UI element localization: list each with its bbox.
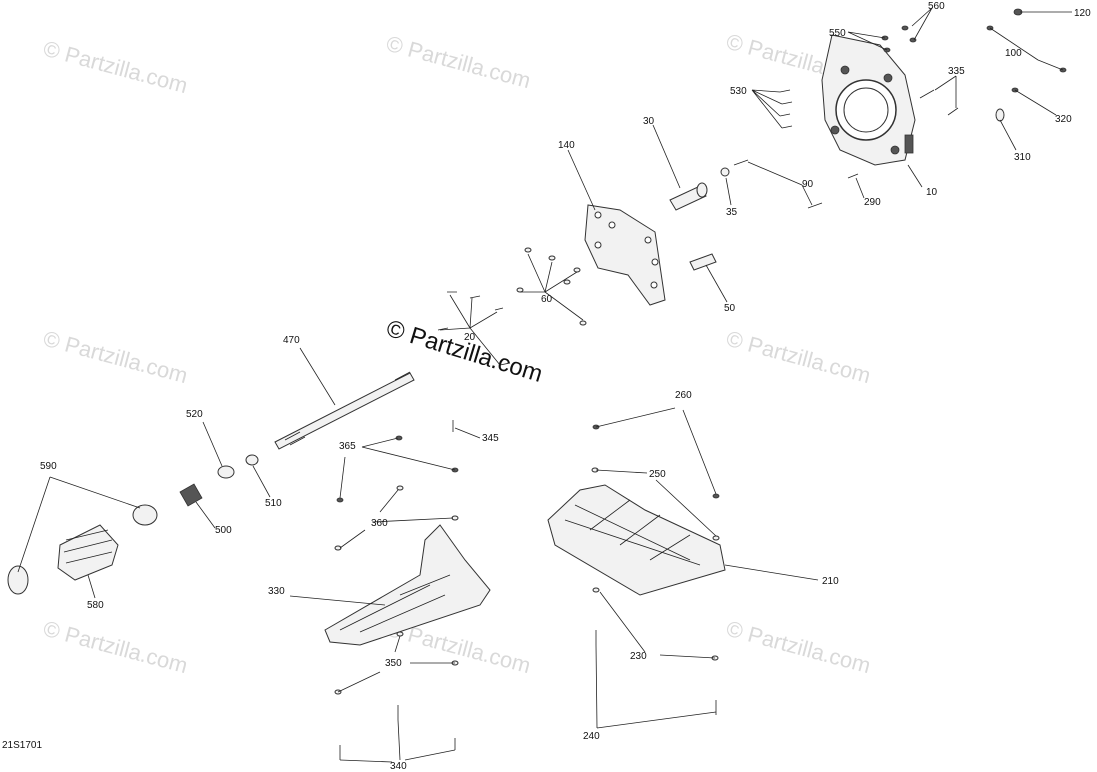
part-210-ride-plate (547, 484, 726, 596)
callout-350: 350 (385, 658, 402, 669)
watermark: © Partzilla.com (724, 616, 874, 679)
callout-330: 330 (268, 586, 285, 597)
watermark: © Partzilla.com (384, 31, 534, 94)
watermark: © Partzilla.com (724, 326, 874, 389)
part-50-stud (689, 253, 717, 271)
callout-500: 500 (215, 525, 232, 536)
callout-210: 210 (822, 576, 839, 587)
part-30-pin (669, 182, 708, 211)
part-470-driveshaft (274, 371, 415, 450)
watermark: © Partzilla.com (41, 616, 191, 679)
callout-530: 530 (730, 86, 747, 97)
callout-120: 120 (1074, 8, 1091, 19)
callout-470: 470 (283, 335, 300, 346)
part-510-ring (245, 454, 259, 466)
callout-510: 510 (265, 498, 282, 509)
callout-590: 590 (40, 461, 57, 472)
part-590-clamp (132, 504, 158, 526)
callout-320: 320 (1055, 114, 1072, 125)
callout-360: 360 (371, 518, 388, 529)
callout-580: 580 (87, 600, 104, 611)
diagram-reference: 21S1701 (2, 740, 42, 751)
leader-lines (17, 7, 1072, 763)
callout-35: 35 (726, 207, 738, 218)
part-500-seal (179, 483, 203, 507)
callout-250: 250 (649, 469, 666, 480)
part-35-ring (720, 167, 730, 177)
callout-340: 340 (390, 761, 407, 772)
callout-50: 50 (724, 303, 736, 314)
part-10-housing (821, 34, 916, 166)
watermark: © Partzilla.com (41, 326, 191, 389)
callout-20: 20 (464, 332, 476, 343)
callout-230: 230 (630, 651, 647, 662)
watermark: © Partzilla.com (41, 36, 191, 99)
part-520-clamp (217, 465, 235, 479)
callout-240: 240 (583, 731, 600, 742)
callout-560: 560 (928, 1, 945, 12)
callout-345: 345 (482, 433, 499, 444)
callout-520: 520 (186, 409, 203, 420)
callout-290: 290 (864, 197, 881, 208)
callout-60: 60 (541, 294, 553, 305)
callout-365: 365 (339, 441, 356, 452)
callout-550: 550 (829, 28, 846, 39)
callout-30: 30 (643, 116, 655, 127)
callout-10: 10 (926, 187, 938, 198)
part-580-boot (57, 524, 119, 581)
callout-310: 310 (1014, 152, 1031, 163)
callout-100: 100 (1005, 48, 1022, 59)
callout-260: 260 (675, 390, 692, 401)
callout-335: 335 (948, 66, 965, 77)
callout-140: 140 (558, 140, 575, 151)
callout-labels: 560 550 120 100 335 530 320 310 30 140 9… (40, 1, 1091, 772)
part-330-support (324, 524, 491, 646)
part-140-gasket (584, 204, 666, 306)
part-590-clamp (7, 565, 29, 595)
callout-90: 90 (802, 179, 814, 190)
